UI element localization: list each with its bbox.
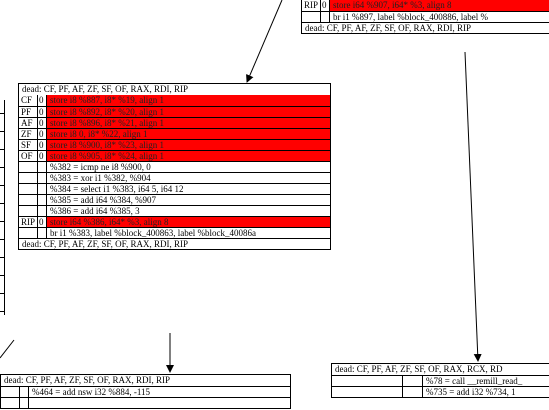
- reg-label: [19, 206, 38, 216]
- instruction: %464 = add nsw i32 %884, -115: [32, 387, 150, 397]
- block-bottom-right[interactable]: dead: CF, PF, AF, ZF, SF, OF, RAX, RCX, …: [331, 363, 549, 398]
- dead-list: dead: CF, PF, AF, ZF, SF, OF, RAX, RDI, …: [22, 239, 188, 249]
- table-row: %464 = add nsw i32 %884, -115: [1, 386, 290, 397]
- flag-cell: [38, 184, 47, 194]
- instruction: %386 = add i64 %385, 3: [50, 206, 140, 216]
- instruction: store i8 %896, i8* %21, align 1: [47, 118, 330, 128]
- flag-cell: 0: [38, 129, 47, 139]
- instruction: store i8 %905, i8* %24, align 1: [47, 151, 330, 161]
- table-row: [1, 397, 290, 408]
- reg-label: [19, 184, 38, 194]
- instruction: [29, 398, 290, 408]
- edge-offscreen-left: [0, 339, 15, 359]
- reg-label: ZF: [19, 129, 38, 139]
- table-row: %386 = add i64 %385, 3: [19, 205, 330, 216]
- table-row: %384 = select i1 %383, i64 5, i64 12: [19, 183, 330, 194]
- reg-label: OF: [19, 151, 38, 161]
- reg-label: [332, 376, 403, 386]
- dead-list: dead: CF, PF, AF, ZF, SF, OF, RAX, RDI, …: [305, 23, 471, 33]
- instruction: %78 = call __remill_read_: [426, 376, 523, 386]
- reg-label: [332, 387, 403, 397]
- flag-cell: 0: [38, 140, 47, 150]
- instruction: store i8 %887, i8* %19, align 1: [47, 95, 330, 106]
- block-main[interactable]: dead: CF, PF, AF, ZF, SF, OF, RAX, RDI, …: [18, 83, 331, 250]
- instruction: %384 = select i1 %383, i64 5, i64 12: [50, 184, 184, 194]
- instruction: %382 = icmp ne i8 %900, 0: [50, 162, 151, 172]
- table-row: %383 = xor i1 %382, %904: [19, 172, 330, 183]
- flag-cell: [38, 173, 47, 183]
- reg-label: PF: [19, 107, 38, 117]
- reg-label: [19, 228, 38, 238]
- edge-top-to-bottom-right: [464, 51, 482, 362]
- flag-cell: 0: [38, 118, 47, 128]
- table-row: br i1 %897, label %block_400886, label %: [302, 11, 549, 22]
- reg-label: [1, 398, 20, 408]
- flag-cell: [38, 162, 47, 172]
- dead-header: dead: CF, PF, AF, ZF, SF, OF, RAX, RCX, …: [332, 364, 549, 375]
- flag-cell: [38, 195, 47, 205]
- reg-label: RIP: [19, 217, 38, 227]
- table-row: br i1 %383, label %block_400863, label %…: [19, 227, 330, 238]
- reg-label: [19, 173, 38, 183]
- dead-list: dead: CF, PF, AF, ZF, SF, OF, RAX, RCX, …: [335, 364, 503, 374]
- reg-label: [1, 387, 20, 397]
- flag-cell: 0: [38, 107, 47, 117]
- instruction: br i1 %897, label %block_400886, label %: [333, 12, 488, 22]
- reg-label: [19, 195, 38, 205]
- table-row: %385 = add i64 %384, %907: [19, 194, 330, 205]
- instruction: store i8 0, i8* %22, align 1: [47, 129, 330, 139]
- reg-label: [19, 162, 38, 172]
- instruction: store i8 %892, i8* %20, align 1: [47, 107, 330, 117]
- dead-header: dead: CF, PF, AF, ZF, SF, OF, RAX, RDI, …: [19, 84, 330, 95]
- flag-cell: [38, 228, 47, 238]
- instruction: store i64 %907, i64* %3, align 8: [330, 0, 549, 11]
- block-top[interactable]: RIP 0 store i64 %907, i64* %3, align 8 b…: [301, 0, 549, 34]
- flag-cell: [403, 387, 423, 397]
- reg-label: [302, 12, 321, 22]
- edge-top-to-main: [246, 0, 283, 83]
- block-bottom-left[interactable]: dead: CF, PF, AF, ZF, SF, OF, RAX, RDI, …: [0, 374, 291, 409]
- flag-cell: [20, 398, 29, 408]
- reg-label: AF: [19, 118, 38, 128]
- flag-cell: [38, 206, 47, 216]
- flag-cell: 0: [38, 151, 47, 161]
- dead-header: dead: CF, PF, AF, ZF, SF, OF, RAX, RDI, …: [1, 375, 290, 386]
- reg-label: CF: [19, 95, 38, 106]
- flag-cell: 0: [38, 217, 47, 227]
- instruction: store i8 %900, i8* %23, align 1: [47, 140, 330, 150]
- table-row: %735 = add i32 %734, 1: [332, 386, 549, 397]
- instruction: %735 = add i32 %734, 1: [426, 387, 516, 397]
- table-row: %382 = icmp ne i8 %900, 0: [19, 161, 330, 172]
- flag-cell: 0: [321, 0, 330, 11]
- instruction: store i64 %386, i64* %3, align 8: [47, 217, 330, 227]
- dead-footer: dead: CF, PF, AF, ZF, SF, OF, RAX, RDI, …: [302, 22, 549, 33]
- dead-list: dead: CF, PF, AF, ZF, SF, OF, RAX, RDI, …: [4, 375, 170, 385]
- dead-footer: dead: CF, PF, AF, ZF, SF, OF, RAX, RDI, …: [19, 238, 330, 249]
- table-row: RIP 0 store i64 %907, i64* %3, align 8: [302, 0, 549, 11]
- table-row: %78 = call __remill_read_: [332, 375, 549, 386]
- reg-label: SF: [19, 140, 38, 150]
- instruction: br i1 %383, label %block_400863, label %…: [50, 228, 256, 238]
- flag-cell: [403, 376, 423, 386]
- flag-cell: [321, 12, 330, 22]
- instruction: %385 = add i64 %384, %907: [50, 195, 157, 205]
- instruction: %383 = xor i1 %382, %904: [50, 173, 151, 183]
- flag-cell: 0: [38, 95, 47, 106]
- flag-cell: [20, 387, 29, 397]
- dead-list: dead: CF, PF, AF, ZF, SF, OF, RAX, RDI, …: [22, 84, 188, 94]
- reg-label: RIP: [302, 0, 321, 11]
